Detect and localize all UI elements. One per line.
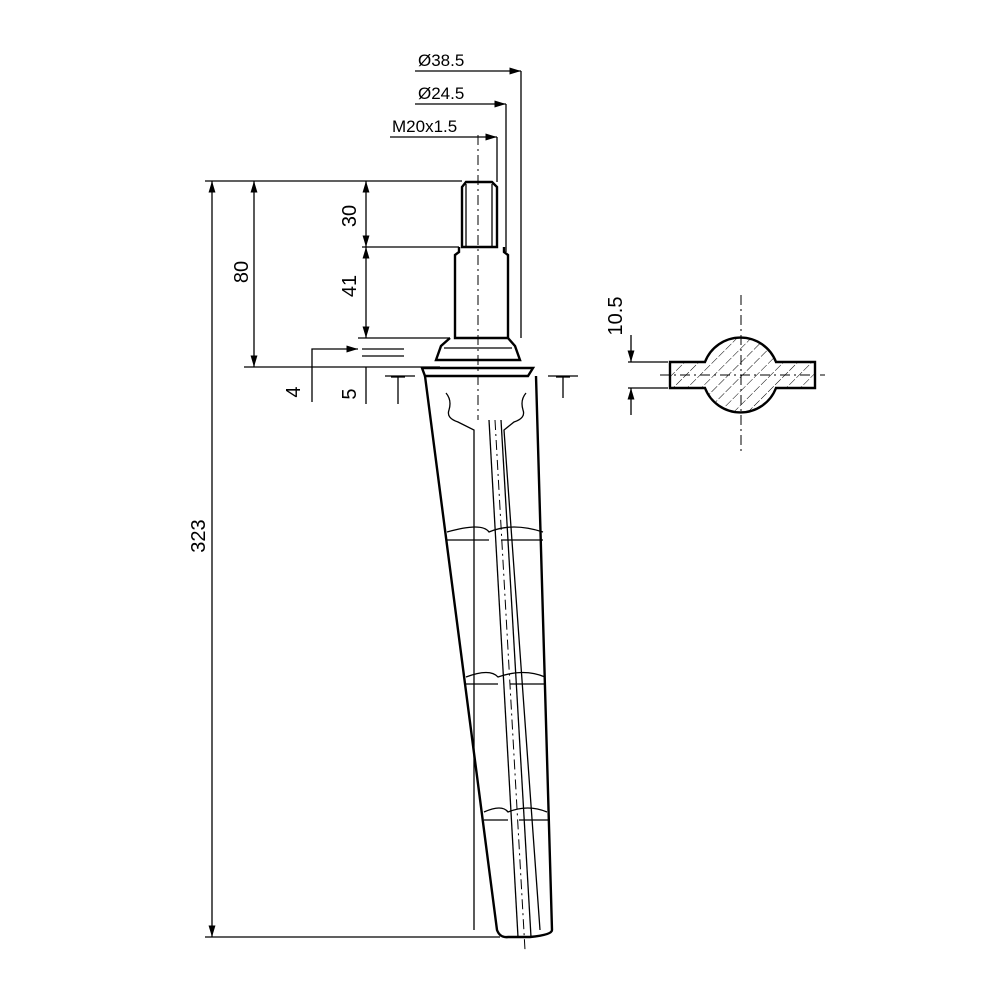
- dia-outer-label: Ø38.5: [418, 51, 464, 70]
- upper-length-label: 80: [231, 261, 253, 283]
- thread-length-dimension: 30: [339, 181, 370, 247]
- thread-dimension: M20x1.5: [390, 117, 498, 182]
- upper-length-dimension: 80: [231, 181, 258, 367]
- flange-label: 5: [339, 388, 361, 399]
- thread-label: M20x1.5: [392, 117, 457, 136]
- tine-part: [420, 135, 554, 951]
- section-thickness-label: 10.5: [605, 297, 627, 336]
- section-view: 10.5: [605, 295, 825, 455]
- dia-inner-dimension: Ø24.5: [415, 84, 507, 252]
- collar-label: 4: [283, 386, 305, 397]
- extension-lines: [205, 180, 500, 938]
- flange-dimension: 5: [339, 367, 578, 404]
- shank-length-label: 41: [339, 275, 361, 297]
- dia-inner-label: Ø24.5: [418, 84, 464, 103]
- total-length-label: 323: [188, 519, 210, 552]
- thread-length-label: 30: [339, 205, 361, 227]
- shank-length-dimension: 41: [339, 247, 370, 338]
- dia-outer-dimension: Ø38.5: [415, 51, 522, 338]
- collar-dimension: 4: [283, 345, 404, 402]
- total-length-dimension: 323: [188, 181, 216, 937]
